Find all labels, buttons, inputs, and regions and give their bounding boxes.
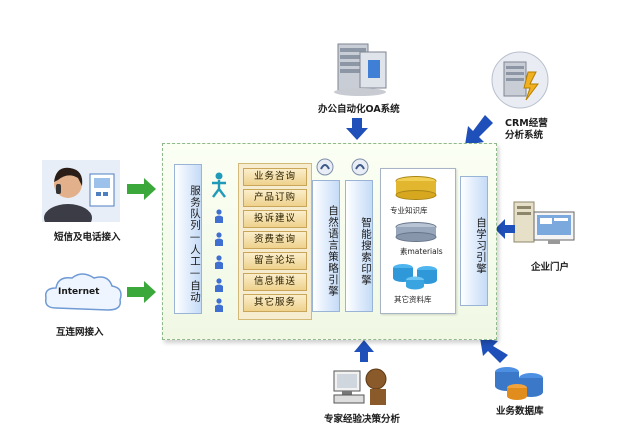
- oa-server-icon: [330, 38, 392, 98]
- crm-arrow: [465, 115, 493, 145]
- nlp-strategy-engine-column: 自然语言策略引擎: [312, 180, 340, 312]
- service-item: 信息推送: [243, 273, 307, 291]
- oa-system-label: 办公自动化OA系统: [318, 104, 400, 115]
- other-db-label: 其它资料库: [394, 295, 432, 304]
- expert-analysis-label: 专家经验决策分析: [324, 414, 401, 425]
- agent-figure-icon: [212, 172, 226, 198]
- internet-arrow: [127, 281, 156, 303]
- business-db-arrow: [480, 338, 508, 363]
- expert-analysis-icon: [332, 365, 394, 409]
- internet-cloud-label: Internet: [58, 287, 100, 297]
- phone-user-icon: [42, 160, 120, 232]
- smart-search-engine-column: 智能搜索印擎: [345, 180, 373, 312]
- faq-db-label: 素materials: [400, 247, 443, 256]
- faq-db-icon: [395, 222, 437, 242]
- service-item: 产品订购: [243, 189, 307, 207]
- sms-arrow: [127, 178, 156, 200]
- expert-arrow: [354, 340, 374, 362]
- person-icon-1: [215, 209, 223, 223]
- portal-label: 企业门户: [531, 262, 570, 273]
- business-database-label: 业务数据库: [496, 406, 544, 417]
- self-learning-engine-column: 自学习引擎: [460, 176, 488, 306]
- nlp-engine-badge-icon: [316, 158, 334, 176]
- oa-arrow: [346, 118, 368, 140]
- portal-computer-icon: [512, 198, 576, 250]
- knowledge-db-icon: [395, 176, 437, 200]
- sms-phone-label: 短信及电话接入: [54, 232, 121, 243]
- other-db-icon: [393, 264, 437, 290]
- internet-cloud-icon: [42, 270, 124, 314]
- search-engine-badge-icon: [351, 158, 369, 176]
- service-item: 留言论坛: [243, 252, 307, 270]
- person-icon-3: [215, 255, 223, 269]
- business-database-icon: [493, 362, 547, 402]
- crm-server-icon: [490, 50, 550, 110]
- person-icon-4: [215, 278, 223, 292]
- knowledge-db-label: 专业知识库: [390, 206, 428, 215]
- service-item: 资费查询: [243, 231, 307, 249]
- service-item: 业务咨询: [243, 168, 307, 186]
- crm-label-line1: CRM经营: [505, 118, 548, 129]
- person-icon-5: [215, 298, 223, 312]
- service-queue-column: 服务队列—人工—自动: [174, 164, 202, 314]
- service-item: 其它服务: [243, 294, 307, 312]
- crm-label-line2: 分析系统: [505, 130, 544, 141]
- internet-access-label: 互连网接入: [56, 327, 104, 338]
- service-item: 投诉建议: [243, 210, 307, 228]
- person-icon-2: [215, 232, 223, 246]
